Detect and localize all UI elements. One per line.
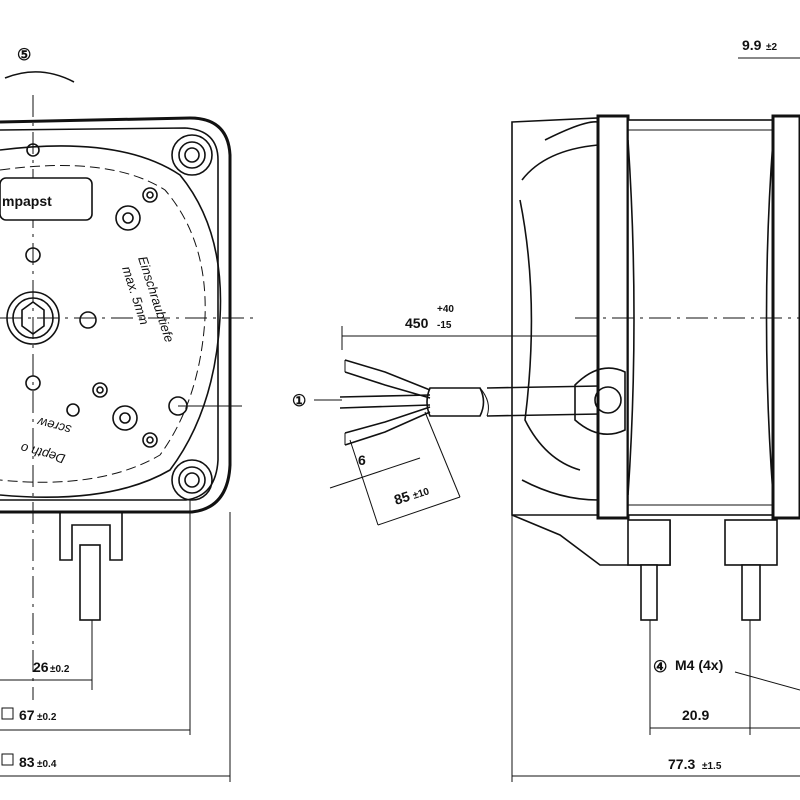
hub-screw-lower bbox=[92, 382, 158, 448]
pin-left bbox=[640, 564, 658, 621]
side-view: 9.9 ±2 ④ M4 (4x) bbox=[511, 37, 800, 782]
square-symbol-67 bbox=[1, 707, 14, 720]
dim-77-3-main: 77.3 bbox=[668, 756, 695, 772]
depth-text-en-2: screw bbox=[35, 414, 73, 438]
depth-text-en-1: Depth o bbox=[19, 440, 67, 466]
callout-5: ⑤ bbox=[17, 47, 31, 64]
brand-plate bbox=[0, 177, 93, 221]
screw-right-mid bbox=[168, 396, 242, 416]
mounting-screw-top-right bbox=[171, 134, 213, 176]
dim-85-ext-2 bbox=[424, 411, 461, 498]
motor-shaft bbox=[6, 143, 97, 417]
dim-9-9-tol: ±2 bbox=[766, 42, 777, 53]
dim-85-main: 85 bbox=[392, 488, 412, 508]
brand-label: mpapst bbox=[2, 193, 52, 209]
motor-body bbox=[596, 114, 630, 520]
dim-83-tol: ±0.4 bbox=[37, 759, 57, 770]
housing-inner-edge bbox=[0, 127, 219, 501]
hub-screw-upper bbox=[115, 187, 158, 231]
side-frame-curve bbox=[521, 121, 599, 501]
foot-left bbox=[627, 519, 671, 566]
mounting-screw-bottom-right bbox=[171, 459, 213, 501]
cable-break bbox=[479, 387, 489, 417]
cable-jacket-continuation bbox=[486, 385, 601, 417]
callout-4: ④ bbox=[653, 659, 667, 676]
thread-leader bbox=[734, 671, 800, 691]
pin-right bbox=[741, 564, 761, 621]
round-housing bbox=[0, 145, 222, 499]
cable-detail: ① 450 +40 -15 6 85 ±10 bbox=[292, 304, 610, 526]
motor-housing-front bbox=[0, 116, 232, 514]
front-view: ⑤ mpapst bbox=[0, 47, 258, 782]
callout-1: ① bbox=[292, 393, 306, 410]
dim-85-ext bbox=[349, 439, 379, 526]
dim-450-main: 450 bbox=[405, 315, 429, 331]
dim-67-main: 67 bbox=[19, 707, 35, 723]
lead-upper bbox=[344, 359, 431, 399]
foot-right bbox=[724, 519, 778, 566]
dim-6-line bbox=[329, 457, 421, 489]
dim-83-main: 83 bbox=[19, 754, 35, 770]
dim-67-tol: ±0.2 bbox=[37, 712, 57, 723]
dim-85-line bbox=[377, 496, 461, 526]
square-symbol-83 bbox=[1, 753, 14, 766]
cable-jacket bbox=[426, 387, 485, 417]
dim-450-tol-lower: -15 bbox=[437, 320, 452, 331]
thread-label: M4 (4x) bbox=[675, 657, 723, 673]
dim-77-3-tol: ±1.5 bbox=[702, 761, 722, 772]
dim-26-main: 26 bbox=[33, 659, 49, 675]
cable-gland bbox=[574, 367, 626, 436]
dim-450-tol-upper: +40 bbox=[437, 304, 454, 315]
lead-mid bbox=[339, 394, 431, 409]
dim-85-tol: ±10 bbox=[412, 486, 432, 502]
guard-curve bbox=[519, 199, 581, 471]
lead-lower bbox=[344, 406, 431, 446]
dim-20-9: 20.9 bbox=[682, 707, 709, 723]
motor-back bbox=[771, 114, 800, 520]
rotation-arc bbox=[4, 71, 75, 83]
dim-6-value: 6 bbox=[358, 452, 366, 468]
bottom-connector-front bbox=[59, 512, 123, 621]
dim-9-9-main: 9.9 bbox=[742, 37, 762, 53]
round-housing-dashed bbox=[0, 165, 206, 483]
dim-26-tol: ±0.2 bbox=[50, 664, 70, 675]
